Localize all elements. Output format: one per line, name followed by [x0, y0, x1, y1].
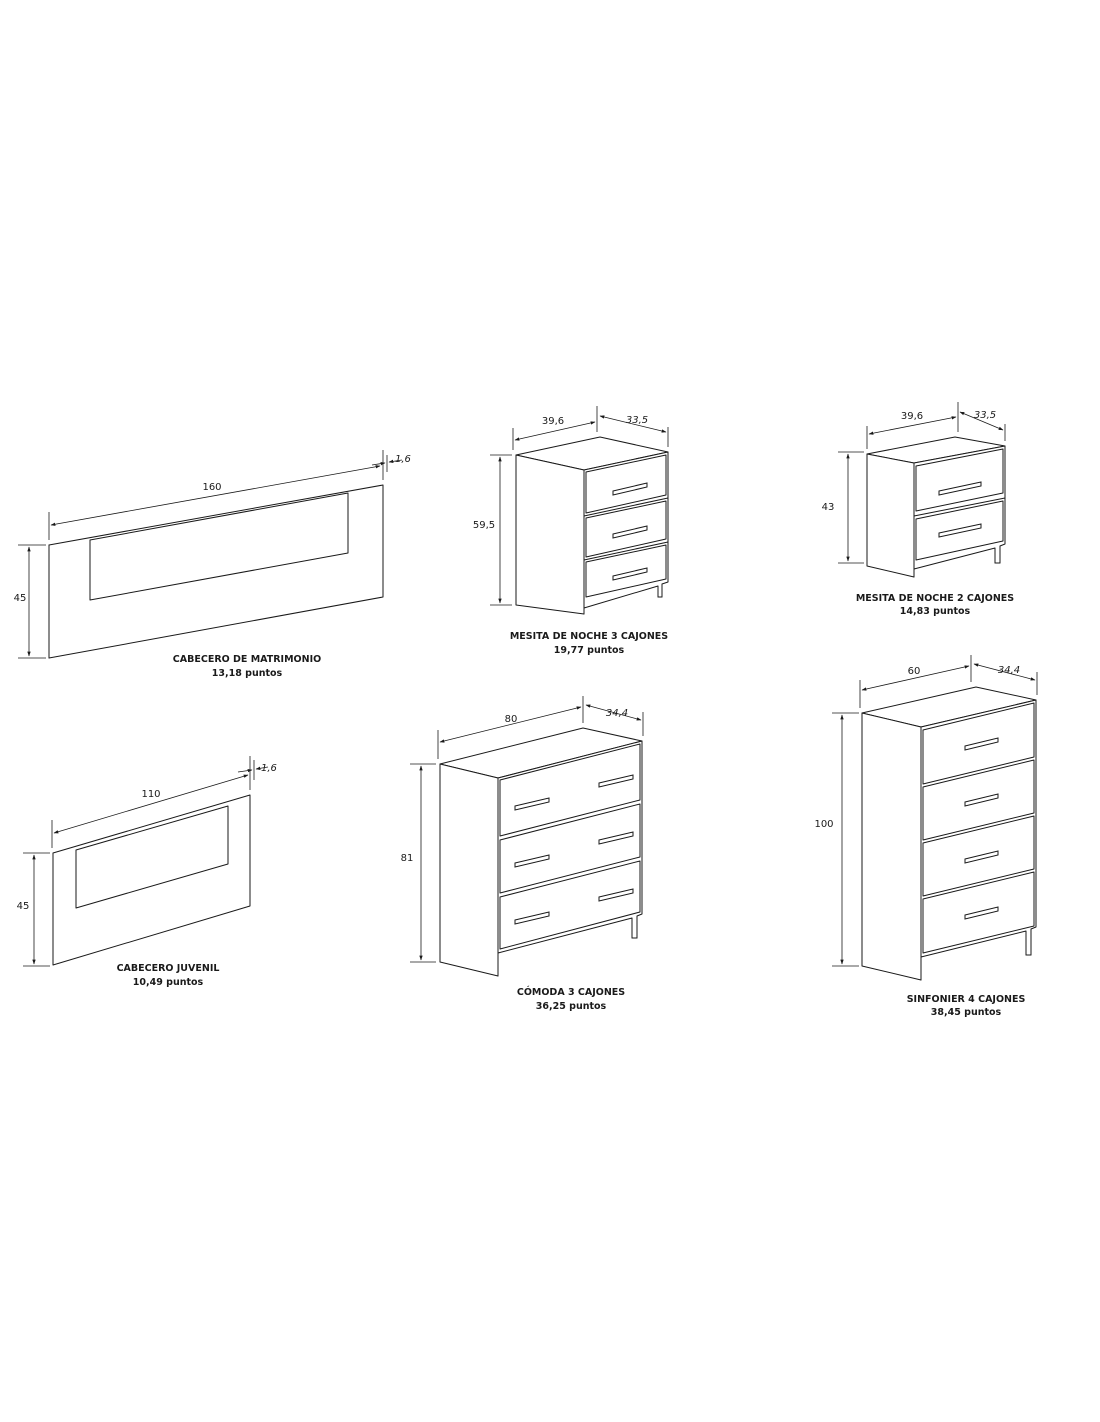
drawer [499, 743, 641, 837]
mesita-2-cajones-drawing: 39,6 33,5 43 MESITA DE NOCHE 2 CAJONES 1… [822, 402, 1014, 617]
side-panel [866, 453, 915, 578]
mesita-3-cajones-drawing: 39,6 33,5 59,5 MESITA DE NOCHE 3 CAJONES… [473, 406, 669, 656]
drawer [585, 500, 667, 558]
item-points: 13,18 puntos [212, 668, 283, 679]
height-label: 45 [14, 593, 27, 604]
width-dimension-line [868, 416, 957, 435]
item-points: 14,83 puntos [900, 606, 971, 617]
depth-label: 1,6 [395, 454, 411, 465]
drawer [499, 803, 641, 894]
depth-dimension-line [959, 411, 1004, 431]
width-dimension-line [861, 665, 970, 691]
front-panel [920, 699, 1037, 958]
width-dimension-line [514, 421, 596, 441]
drawer-handle-icon [938, 523, 982, 538]
drawer-handle-icon [514, 797, 550, 811]
width-label: 80 [505, 714, 518, 725]
depth-label: 34,4 [606, 708, 628, 719]
headboard-panel [48, 484, 384, 659]
cabecero-matrimonio-drawing: 160 1,6 45 CABECERO DE MATRIMONIO 13,18 … [14, 450, 411, 679]
drawer-handle-icon [612, 525, 648, 539]
drawer-handle-icon [964, 906, 999, 920]
depth-label: 33,5 [626, 415, 648, 426]
cabecero-juvenil-drawing: 110 1,6 45 CABECERO JUVENIL 10,49 puntos [17, 756, 277, 988]
width-label: 60 [908, 666, 921, 677]
drawer [922, 815, 1035, 897]
depth-label: 1,6 [261, 763, 277, 774]
height-label: 100 [814, 819, 833, 830]
width-dimension-line [439, 706, 582, 743]
drawer-handle-icon [938, 481, 982, 496]
height-label: 59,5 [473, 520, 495, 531]
height-label: 45 [17, 901, 30, 912]
drawer [922, 759, 1035, 841]
drawer [499, 860, 641, 950]
item-points: 36,25 puntos [536, 1001, 607, 1012]
height-label: 81 [401, 853, 414, 864]
side-panel [861, 712, 922, 981]
width-label: 39,6 [542, 416, 564, 427]
depth-label: 34,4 [998, 665, 1020, 676]
item-name: CÓMODA 3 CAJONES [517, 986, 625, 998]
item-points: 10,49 puntos [133, 977, 204, 988]
depth-dimension-line [973, 663, 1036, 681]
drawer-handle-icon [964, 850, 999, 864]
drawer-handle-icon [964, 793, 999, 807]
depth-dimension-line [585, 704, 642, 721]
side-panel [515, 454, 585, 615]
drawer-handle-icon [612, 567, 648, 581]
drawer-handle-icon [598, 831, 634, 845]
height-label: 43 [822, 502, 835, 513]
drawer-handle-icon [514, 911, 550, 925]
drawer-handle-icon [964, 737, 999, 751]
depth-dimension-line [599, 415, 667, 433]
item-points: 19,77 puntos [554, 645, 625, 656]
width-dimension-line [53, 774, 249, 834]
comoda-3-cajones-drawing: 80 34,4 81 CÓMODA 3 CAJONES 36,25 puntos [401, 696, 644, 1012]
drawer [922, 871, 1035, 954]
item-points: 38,45 puntos [931, 1007, 1002, 1018]
drawer [585, 544, 667, 598]
drawer [915, 500, 1004, 561]
width-label: 110 [141, 789, 160, 800]
side-panel [439, 763, 499, 977]
width-label: 39,6 [901, 411, 923, 422]
item-name: CABECERO JUVENIL [117, 963, 220, 974]
item-name: SINFONIER 4 CAJONES [907, 994, 1026, 1005]
width-dimension-line [50, 465, 381, 526]
sinfonier-4-cajones-drawing: 60 34,4 100 SINFONIER 4 CAJONES 38,45 pu… [814, 655, 1038, 1018]
drawer-handle-icon [598, 774, 634, 788]
item-name: MESITA DE NOCHE 2 CAJONES [856, 593, 1014, 604]
item-name: CABECERO DE MATRIMONIO [173, 654, 321, 665]
drawer [915, 448, 1004, 512]
drawer [922, 702, 1035, 785]
drawer-handle-icon [598, 888, 634, 902]
drawer [585, 454, 667, 514]
width-label: 160 [202, 482, 221, 493]
headboard-panel [52, 794, 251, 966]
depth-label: 33,5 [974, 410, 996, 421]
front-panel [583, 451, 669, 609]
item-name: MESITA DE NOCHE 3 CAJONES [510, 631, 668, 642]
drawer-handle-icon [514, 854, 550, 868]
drawer-handle-icon [612, 482, 648, 496]
